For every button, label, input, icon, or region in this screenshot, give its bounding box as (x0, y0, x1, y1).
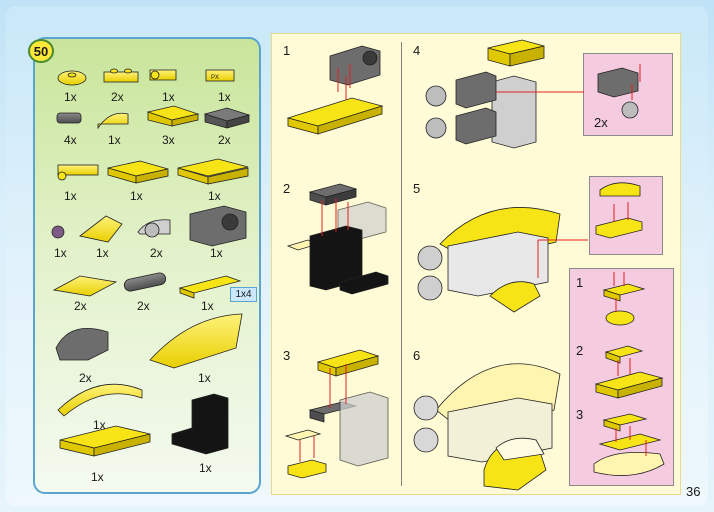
scale-tag: 1x4 (230, 287, 257, 302)
part-joint-plate (57, 164, 99, 181)
qty-label: 1x (162, 90, 175, 104)
step-label: 4 (413, 43, 421, 58)
substep-label: 2 (576, 343, 584, 358)
qty-label: 4x (64, 133, 77, 147)
step-label: 3 (283, 348, 291, 363)
qty-label: 1x (130, 189, 143, 203)
step1-assembly (286, 45, 384, 135)
part-technic-beam (123, 272, 167, 292)
substep-label: 1 (576, 275, 584, 290)
step-label: 2 (283, 181, 291, 196)
part-large-wedge (149, 313, 243, 369)
qty-label: 2x (150, 246, 163, 260)
step6-assembly (413, 363, 561, 491)
qty-label: 2x (79, 371, 92, 385)
step4-assembly (425, 39, 641, 149)
qty-label: 1x (201, 299, 214, 313)
part-plate-1x2 (103, 68, 139, 83)
step3-assembly (284, 349, 389, 479)
step-label: 6 (413, 348, 421, 363)
substep3 (593, 413, 665, 476)
column-divider (401, 42, 402, 486)
callout-qty: 2x (594, 115, 608, 130)
part-round-plate (57, 70, 87, 86)
qty-label: 1x (64, 90, 77, 104)
substep-label: 3 (576, 407, 584, 422)
part-gray-brick-hole (189, 205, 247, 247)
substep1 (602, 272, 646, 326)
part-slope-wedge (79, 215, 123, 243)
part-plate-2x4 (177, 158, 249, 185)
part-arch (57, 383, 143, 417)
substep2 (594, 345, 664, 399)
part-plate-2x2-yellow (146, 105, 200, 127)
qty-label: 1x (108, 133, 121, 147)
qty-label: 1x (96, 246, 109, 260)
part-gray-pin (56, 112, 82, 124)
svg-text:PX: PX (211, 75, 219, 81)
qty-label: 1x (54, 246, 67, 260)
qty-label: 1x (199, 461, 212, 475)
callout-box-step4 (583, 53, 673, 136)
part-tile-1x4 (178, 275, 242, 299)
part-plate-2x2-gray (203, 107, 251, 129)
qty-label: 2x (74, 299, 87, 313)
qty-label: 2x (218, 133, 231, 147)
step5-assembly (417, 182, 643, 313)
part-wedge-plate (52, 275, 118, 297)
part-clip-plate (149, 69, 177, 81)
qty-label: 2x (137, 299, 150, 313)
part-plate-2x3 (107, 160, 169, 184)
step-label: 1 (283, 43, 291, 58)
step2-assembly (286, 183, 389, 295)
part-purple-stud (51, 225, 65, 239)
qty-label: 1x (64, 189, 77, 203)
part-plate-2x6 (59, 425, 151, 457)
part-printed-tile: PX (205, 69, 235, 82)
page-number: 36 (686, 484, 701, 499)
part-gray-axle-joint (137, 219, 171, 238)
qty-label: 1x (198, 371, 211, 385)
step-label: 5 (413, 181, 421, 196)
qty-label: 1x (208, 189, 221, 203)
qty-label: 1x (93, 418, 106, 432)
qty-label: 2x (111, 90, 124, 104)
qty-label: 1x (218, 90, 231, 104)
part-curved-slope (97, 112, 129, 130)
qty-label: 1x (210, 246, 223, 260)
part-gray-rounded-brick (55, 328, 109, 361)
part-black-bracket (171, 393, 229, 455)
qty-label: 3x (162, 133, 175, 147)
qty-label: 1x (91, 470, 104, 484)
step-badge: 50 (28, 39, 54, 63)
